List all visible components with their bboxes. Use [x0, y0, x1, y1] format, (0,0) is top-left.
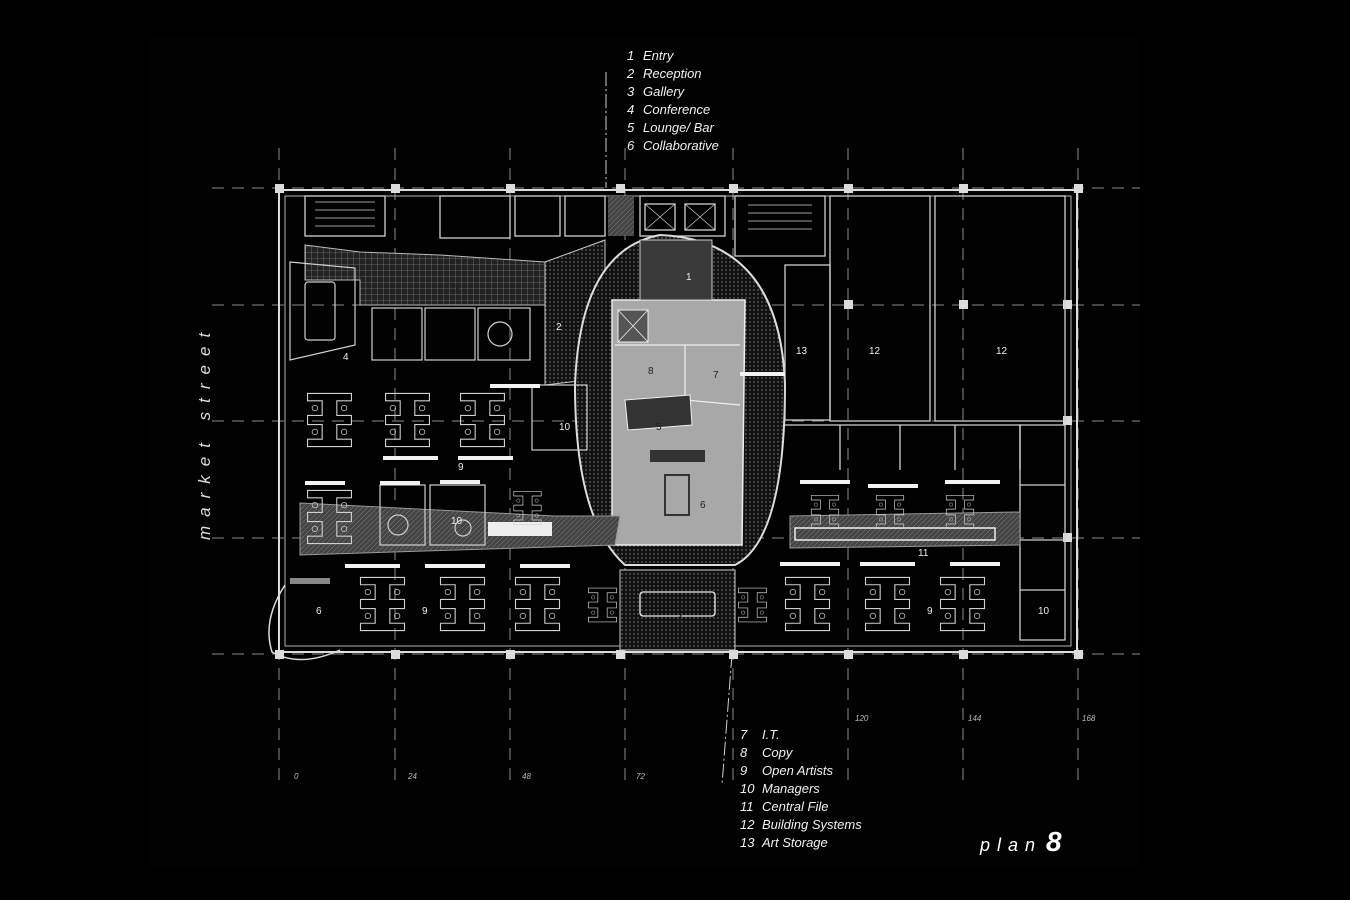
dimension-label: 168	[1082, 714, 1096, 723]
legend-item-label: Art Storage	[762, 835, 828, 850]
room-labels: 1 2 3 4 4 5 6 6 7 8 9 9 9 10 10 10 11 12…	[316, 272, 1050, 625]
room-label-mgr-b: 10	[451, 516, 463, 527]
legend-item-label: Gallery	[643, 84, 685, 99]
room-label-entry: 1	[686, 272, 692, 283]
legend-item-label: Collaborative	[643, 138, 719, 153]
legend-item: 5 Lounge/ Bar	[627, 119, 719, 137]
legend-item-label: Building Systems	[762, 817, 862, 832]
dimension-label: 144	[968, 714, 982, 723]
dimension-label: 120	[855, 714, 869, 723]
street-label: market street	[195, 323, 214, 540]
legend-item-number: 7	[740, 727, 748, 742]
room-label-it: 7	[713, 370, 719, 381]
legend-item-label: Managers	[762, 781, 820, 796]
legend-item-label: Open Artists	[762, 763, 834, 778]
legend-item-number: 8	[740, 745, 748, 760]
room-label-bldg-b: 12	[996, 346, 1008, 357]
room-label-reception: 2	[556, 322, 562, 333]
room-label-conference-bottom: 4	[677, 614, 683, 625]
legend-item-number: 1	[627, 48, 635, 63]
legend-item-number: 10	[740, 781, 755, 796]
legend-item: 3 Gallery	[627, 83, 719, 101]
room-label-art-storage: 13	[796, 346, 808, 357]
legend-item: 4 Conference	[627, 101, 719, 119]
conference-bottom	[619, 569, 736, 651]
room-label-conference-left: 4	[343, 352, 349, 363]
legend-item-number: 5	[627, 120, 635, 135]
legend-item-number: 2	[627, 66, 635, 81]
service-core-rooms	[304, 195, 826, 257]
legend-item-number: 12	[740, 817, 755, 832]
legend-item: 12 Building Systems	[740, 816, 862, 834]
room-label-gallery: 3	[454, 284, 460, 295]
dimension-label: 24	[408, 772, 417, 781]
dimension-label: 72	[636, 772, 645, 781]
conference-left	[289, 261, 356, 361]
room-label-lounge: 5	[656, 422, 662, 433]
legend-item-label: I.T.	[762, 727, 780, 742]
legend-item: 6 Collaborative	[627, 137, 719, 155]
gallery-area	[304, 196, 634, 306]
legend-item-label: Lounge/ Bar	[643, 120, 714, 135]
legend-item-number: 4	[627, 102, 635, 117]
legend-item-label: Copy	[762, 745, 793, 760]
central-core	[573, 233, 787, 566]
legend-item-label: Conference	[643, 102, 711, 117]
east-rooms	[784, 195, 1066, 641]
dimension-label: 48	[522, 772, 531, 781]
room-label-mgr-a: 10	[559, 422, 571, 433]
room-label-mgr-c: 10	[1038, 606, 1050, 617]
columns	[275, 184, 1083, 659]
plan-title-number: 8	[1046, 826, 1062, 857]
room-label-central-file: 11	[918, 548, 929, 559]
plan-title-word: plan	[980, 835, 1043, 855]
room-label-collab-center: 6	[700, 500, 706, 511]
legend-item-number: 11	[740, 799, 754, 814]
legend-top: 1 Entry 2 Reception 3 Gallery 4 Conference 5 Loun…	[627, 47, 719, 155]
legend-item: 10 Managers	[740, 780, 862, 798]
dimension-label: 0	[294, 772, 299, 781]
legend-item: 11 Central File	[740, 798, 862, 816]
leader-lines	[605, 72, 733, 786]
room-label-open-c: 9	[927, 606, 933, 617]
legend-item: 7 I.T.	[740, 726, 862, 744]
legend-item-label: Entry	[643, 48, 674, 63]
room-label-open-a: 9	[458, 462, 464, 473]
legend-item-number: 9	[740, 763, 748, 778]
legend-item: 13 Art Storage	[740, 834, 862, 852]
legend-item-number: 6	[627, 138, 635, 153]
legend-item-number: 13	[740, 835, 755, 850]
partition-bars	[290, 372, 1000, 584]
legend-item-label: Reception	[643, 66, 702, 81]
legend-item: 9 Open Artists	[740, 762, 862, 780]
legend-item-number: 3	[627, 84, 635, 99]
room-label-bldg-a: 12	[869, 346, 881, 357]
legend-item: 1 Entry	[627, 47, 719, 65]
legend-item: 2 Reception	[627, 65, 719, 83]
room-label-open-b: 9	[422, 606, 428, 617]
legend-item-label: Central File	[762, 799, 829, 814]
legend-bottom: 7 I.T. 8 Copy 9 Open Artists 10 Managers 11 Centr…	[740, 726, 862, 852]
legend-item: 8 Copy	[740, 744, 862, 762]
room-label-copy: 8	[648, 366, 654, 377]
manager-offices	[371, 307, 588, 546]
room-label-collab-left: 6	[316, 606, 322, 617]
